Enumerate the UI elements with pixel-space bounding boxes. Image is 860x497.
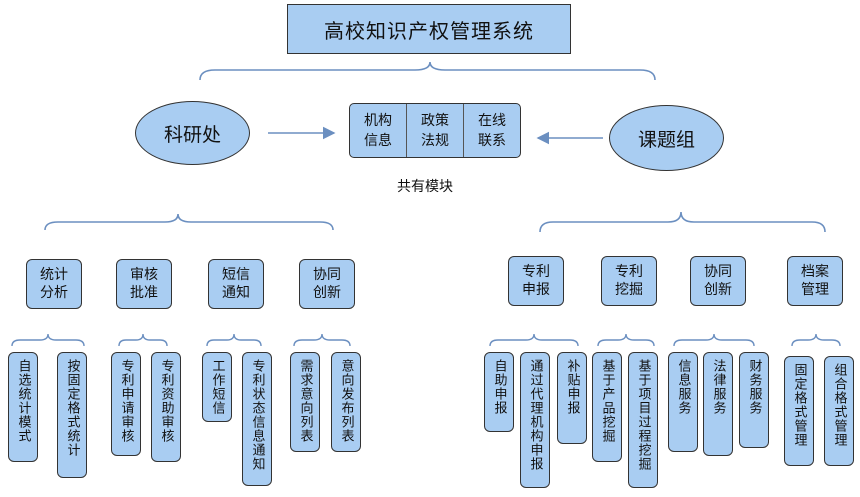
sub-item-patent-funding-review: 专利资助审核 bbox=[151, 352, 181, 462]
sub-item-combo-format-manage: 组合格式管理 bbox=[824, 356, 854, 466]
shared-col-online-top: 在线 bbox=[478, 112, 506, 129]
sub-item-fixed-format-stats: 按固定格式统计 bbox=[57, 352, 87, 478]
sub-item-self-apply: 自助申报 bbox=[484, 352, 514, 432]
module-stats-label: 统计分析 bbox=[40, 267, 68, 301]
module-sms: 短信通知 bbox=[208, 259, 264, 309]
module-stats: 统计分析 bbox=[26, 259, 82, 309]
left-group-brace bbox=[44, 213, 334, 231]
module-collab-right: 协同创新 bbox=[690, 256, 746, 306]
sub-brace-l1 bbox=[11, 333, 85, 347]
module-review-label: 审核批准 bbox=[130, 267, 158, 301]
sub-item-work-sms: 工作短信 bbox=[202, 352, 232, 422]
sub-item-agency-apply: 通过代理机构申报 bbox=[520, 352, 550, 488]
module-collab-right-label: 协同创新 bbox=[704, 264, 732, 298]
sub-brace-r1 bbox=[489, 333, 579, 347]
shared-col-org: 机构 信息 bbox=[350, 104, 407, 157]
sub-brace-r2 bbox=[597, 333, 655, 347]
module-collab-left-label: 协同创新 bbox=[313, 267, 341, 301]
sub-brace-l4 bbox=[293, 333, 351, 347]
sub-brace-l2 bbox=[118, 333, 168, 347]
module-patent-mining-label: 专利挖掘 bbox=[615, 264, 643, 298]
module-review: 审核批准 bbox=[116, 259, 172, 309]
shared-col-policy-bottom: 法规 bbox=[421, 132, 449, 149]
sub-item-publish-list: 意向发布列表 bbox=[331, 352, 361, 452]
shared-col-policy-top: 政策 bbox=[421, 112, 449, 129]
sub-item-demand-list: 需求意向列表 bbox=[290, 352, 320, 452]
sub-brace-r3 bbox=[673, 333, 755, 347]
module-archive-label: 档案管理 bbox=[801, 264, 829, 298]
sub-item-fixed-format-manage: 固定格式管理 bbox=[784, 356, 814, 466]
research-office-node: 科研处 bbox=[135, 101, 250, 165]
shared-caption: 共有模块 bbox=[397, 179, 453, 195]
sub-brace-r4 bbox=[791, 333, 841, 347]
sub-item-finance-service: 财务服务 bbox=[739, 352, 769, 448]
project-team-node: 课题组 bbox=[609, 105, 724, 171]
sub-item-legal-service: 法律服务 bbox=[703, 352, 733, 456]
shared-col-online-bottom: 联系 bbox=[478, 132, 506, 149]
sub-item-custom-stats: 自选统计模式 bbox=[8, 352, 38, 462]
sub-item-patent-apply-review: 专利申请审核 bbox=[111, 352, 141, 456]
shared-col-org-bottom: 信息 bbox=[364, 132, 392, 149]
shared-col-policy: 政策 法规 bbox=[407, 104, 464, 157]
shared-col-online: 在线 联系 bbox=[464, 104, 520, 157]
module-patent-apply: 专利申报 bbox=[508, 256, 564, 306]
top-brace bbox=[199, 61, 656, 81]
sub-item-project-mining: 基于项目过程挖掘 bbox=[628, 352, 658, 488]
module-sms-label: 短信通知 bbox=[222, 267, 250, 301]
module-archive: 档案管理 bbox=[787, 256, 843, 306]
module-collab-left: 协同创新 bbox=[299, 259, 355, 309]
shared-col-org-top: 机构 bbox=[364, 112, 392, 129]
system-title: 高校知识产权管理系统 bbox=[287, 4, 571, 54]
right-group-brace bbox=[539, 211, 826, 233]
module-patent-mining: 专利挖掘 bbox=[601, 256, 657, 306]
sub-item-patent-status-notice: 专利状态信息通知 bbox=[242, 352, 272, 486]
sub-item-info-service: 信息服务 bbox=[668, 352, 698, 452]
sub-item-product-mining: 基于产品挖掘 bbox=[592, 352, 622, 462]
sub-brace-l3 bbox=[206, 333, 262, 347]
shared-modules-box: 机构 信息 政策 法规 在线 联系 bbox=[349, 103, 521, 158]
module-patent-apply-label: 专利申报 bbox=[522, 264, 550, 298]
sub-item-subsidy-apply: 补贴申报 bbox=[557, 352, 587, 444]
